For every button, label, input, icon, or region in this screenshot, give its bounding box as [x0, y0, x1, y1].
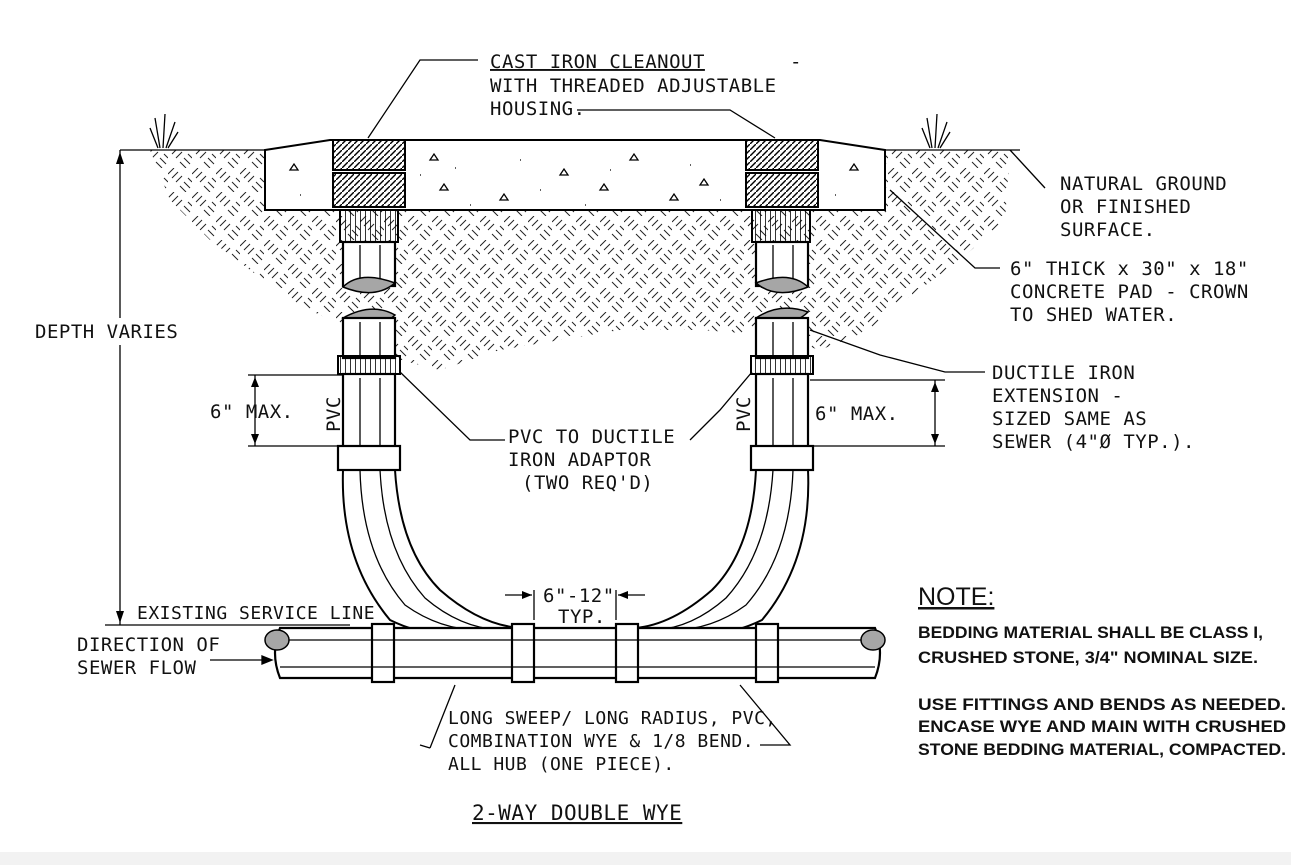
grass-tuft-icon — [149, 113, 179, 149]
adaptor-label-line3: (TWO REQ'D) — [522, 472, 653, 494]
note-line-3: USE FITTINGS AND BENDS AS NEEDED. — [918, 695, 1286, 714]
note-line-1: BEDDING MATERIAL SHALL BE CLASS I, — [918, 623, 1263, 642]
flow-label-line2: SEWER FLOW — [77, 657, 196, 679]
footer-strip — [0, 852, 1291, 865]
right-six-max-dimension — [810, 379, 945, 447]
drawing-title: 2-WAY DOUBLE WYE — [472, 801, 682, 825]
hub-3 — [614, 622, 640, 684]
note-line-4: ENCASE WYE AND MAIN WITH CRUSHED — [918, 717, 1286, 736]
depth-dimension — [105, 150, 350, 626]
pad-label-line3: TO SHED WATER. — [1010, 304, 1177, 326]
ductile-label-line1: DUCTILE IRON — [992, 362, 1135, 384]
ground-label-line3: SURFACE. — [1060, 219, 1156, 241]
depth-label: DEPTH VARIES — [35, 321, 178, 343]
hub-2 — [510, 622, 536, 684]
adaptor-label-line1: PVC TO DUCTILE — [508, 426, 675, 448]
existing-service-label: EXISTING SERVICE LINE — [137, 603, 375, 624]
main-left-cut-end — [264, 629, 290, 651]
ductile-label-line4: SEWER (4"Ø TYP.). — [992, 431, 1195, 453]
pvc-left-label: PVC — [323, 396, 345, 432]
wye-label-line2: COMBINATION WYE & 1/8 BEND. — [448, 731, 754, 752]
six-max-right-label: 6" MAX. — [815, 403, 899, 425]
ground-label-line2: OR FINISHED — [1060, 196, 1191, 218]
concrete-pad — [264, 139, 886, 211]
pad-label-line1: 6" THICK x 30" x 18" — [1010, 258, 1249, 280]
cleanout-label-dash: - — [790, 51, 802, 73]
wye-label-line3: ALL HUB (ONE PIECE). — [448, 754, 675, 775]
left-six-max-dimension — [248, 374, 342, 447]
wye-label-line1: LONG SWEEP/ LONG RADIUS, PVC, — [448, 708, 777, 729]
hub-1 — [370, 622, 396, 684]
main-sewer-pipe — [264, 622, 886, 684]
concrete-aggregate — [288, 152, 860, 206]
note-line-2: CRUSHED STONE, 3/4" NOMINAL SIZE. — [918, 648, 1258, 667]
note-heading: NOTE: — [918, 583, 994, 611]
ground-label-line1: NATURAL GROUND — [1060, 173, 1227, 195]
right-cut-end-top — [754, 276, 810, 294]
right-sweep-bend — [634, 469, 810, 635]
pvc-right-label: PVC — [733, 396, 755, 432]
ductile-label-line2: EXTENSION - — [992, 385, 1123, 407]
note-line-5: STONE BEDDING MATERIAL, COMPACTED. — [918, 740, 1286, 759]
main-right-cut-end — [860, 629, 886, 651]
left-cleanout — [332, 139, 406, 472]
soil-hatch — [150, 150, 1010, 370]
spacing-label-line1: 6"-12" — [543, 585, 615, 607]
leader-lines — [210, 59, 1046, 749]
grass-tuft-icon — [921, 113, 951, 149]
pad-label-line2: CONCRETE PAD - CROWN — [1010, 281, 1249, 303]
spacing-label-line2: TYP. — [558, 606, 606, 628]
hub-4 — [754, 622, 780, 684]
cleanout-label-line3: HOUSING. — [490, 98, 586, 120]
ductile-label-line3: SIZED SAME AS — [992, 408, 1147, 430]
cleanout-label-line2: WITH THREADED ADJUSTABLE — [490, 75, 777, 97]
adaptor-label-line2: IRON ADAPTOR — [508, 449, 651, 471]
flow-label-line1: DIRECTION OF — [77, 634, 220, 656]
cleanout-label-line1: CAST IRON CLEANOUT — [490, 51, 705, 73]
spacing-dimension — [505, 590, 645, 620]
six-max-left-label: 6" MAX. — [210, 401, 294, 423]
right-cleanout — [745, 139, 819, 472]
left-cut-end-top — [341, 276, 397, 294]
